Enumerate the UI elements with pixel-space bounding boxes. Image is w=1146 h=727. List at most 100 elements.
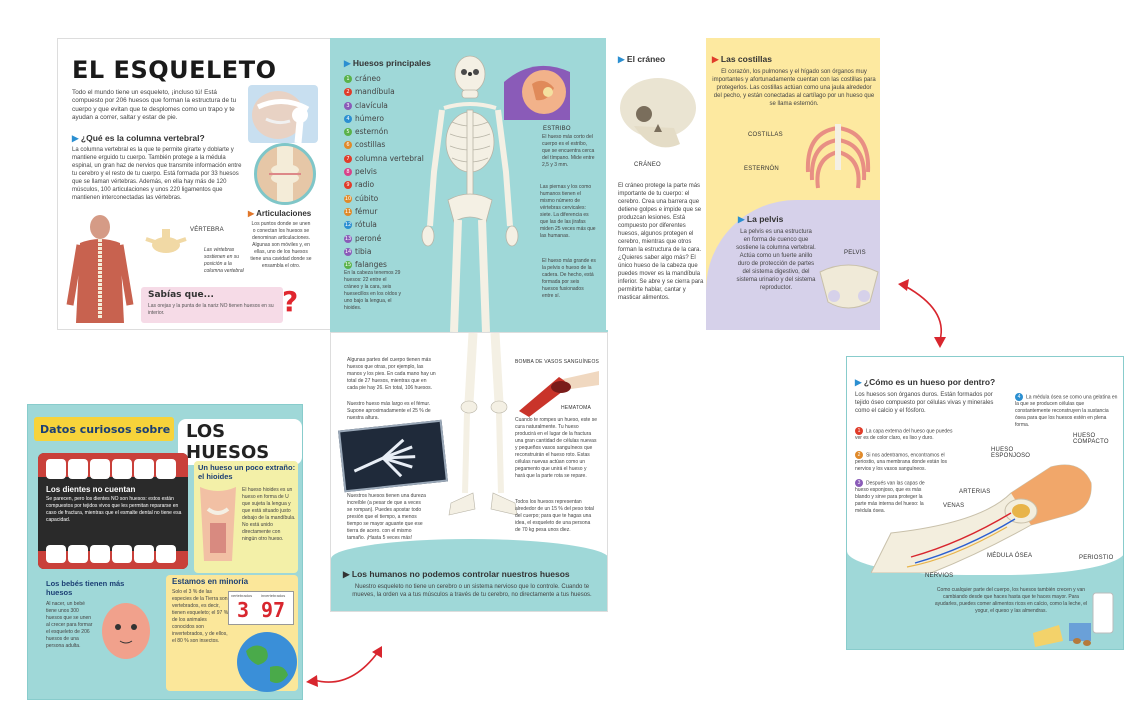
fracture-text: Cuando te rompes un hueso, este se cura … [515, 417, 597, 479]
stirrup-text: El hueso más corto del cuerpo es el estr… [542, 134, 595, 168]
pelvis-text: La pelvis es una estructura en forma de … [736, 229, 816, 291]
skull-page: ▶ El cráneo CRÁNEO El cráneo protege la … [606, 38, 710, 330]
knee-joint-image [254, 143, 316, 205]
minority-heading: Estamos en minoría [172, 577, 249, 586]
ribs-heading: ▶ Las costillas [712, 54, 772, 64]
throat-image [196, 487, 240, 561]
fact-box [141, 287, 283, 323]
vertebra-image [144, 225, 188, 259]
sternum-label: ESTERNÓN [744, 166, 779, 172]
bottom-heading: ▶ Los humanos no podemos controlar nuest… [343, 569, 570, 579]
label-veins: VENAS [943, 503, 965, 509]
food-image [1029, 589, 1121, 649]
vertebra-note: Las vértebras sostienen en su posición a… [204, 247, 244, 274]
feet-text: Algunas partes del cuerpo tienen más hue… [347, 357, 436, 391]
bone-inside-intro: Los huesos son órganos duros. Están form… [855, 392, 994, 414]
pelvis-label: PELVIS [844, 250, 866, 256]
broken-bone-image [519, 371, 599, 417]
baby-image [96, 601, 156, 667]
bones-facts-page: Algunas partes del cuerpo tienen más hue… [330, 332, 608, 612]
main-bones-heading: ▶ Huesos principales [344, 58, 431, 68]
joints-text: Los puntos donde se unen o conectan los … [250, 221, 312, 269]
bottom-text: Nuestro esqueleto no tiene un cerebro o … [352, 584, 592, 598]
card-value-b: 97 [261, 598, 286, 622]
weight-text: Todos los huesos representan alrededor d… [515, 499, 594, 533]
teeth-text: Se parecen, pero los dientes NO son hues… [46, 496, 182, 523]
babies-text: Al nacer, un bebé tiene unos 300 huesos … [46, 601, 93, 649]
label-marrow: MÉDULA ÓSEA [987, 553, 1033, 559]
label-nerves: NERVIOS [925, 573, 954, 579]
bone-inside-heading: ▶ ¿Cómo es un hueso por dentro? [855, 377, 996, 387]
minority-text: Solo el 3 % de las especies de la Tierra… [172, 589, 229, 644]
teeth-heading: Los dientes no cuentan [46, 485, 136, 494]
intro-text: Todo el mundo tiene un esqueleto, ¡inclu… [72, 89, 237, 122]
stirrup-label: ESTRIBO [543, 126, 571, 132]
label-arteries: ARTERIAS [959, 489, 991, 495]
bone-inside-page: ▶ ¿Cómo es un hueso por dentro? Los hues… [846, 356, 1124, 650]
intro-page: EL ESQUELETO Todo el mundo tiene un esqu… [57, 38, 333, 330]
joints-heading: ▶ Articulaciones [248, 209, 312, 218]
back-anatomy-image [66, 215, 134, 325]
fact-text: Las orejas y la punta de la nariz NO tie… [148, 303, 274, 316]
pelvis-heading: ▶ La pelvis [738, 214, 784, 224]
skull-text: El cráneo protege la parte más important… [618, 183, 704, 301]
earth-image [236, 631, 298, 693]
hyoid-text: El hueso hioides es un hueso en forma de… [242, 487, 296, 542]
vertebra-label: VÉRTEBRA [190, 227, 224, 233]
spine-text: La columna vertebral es la que te permit… [72, 147, 242, 201]
hyoid-heading: Un hueso un poco extraño: el hioides [198, 463, 296, 481]
shoulder-xray-image [248, 85, 318, 143]
counter-card: vertebrados invertebrados 3 97 [228, 591, 294, 625]
page-title: EL ESQUELETO [72, 56, 277, 84]
skull-bones-note: En la cabeza tenemos 29 huesos: 22 entre… [344, 270, 401, 311]
fact-title: Sabías que... [148, 290, 214, 300]
ribs-label: COSTILLAS [748, 132, 783, 138]
facts-title-a: Datos curiosos sobre [40, 423, 171, 436]
xray-text: Nuestros huesos tienen una dureza increí… [347, 493, 426, 541]
neck-vertebrae-note: Las piernas y los como humanos tienen el… [540, 184, 596, 239]
ribcage-image [798, 118, 878, 198]
skull-heading: ▶ El cráneo [618, 54, 666, 64]
closing-text: Como cualquier parte del cuerpo, los hue… [934, 587, 1088, 614]
hematoma-label: HEMATOMA [561, 405, 592, 411]
title-badge [34, 417, 174, 441]
spine-heading: ▶ ¿Qué es la columna vertebral? [72, 133, 205, 143]
skeleton-legs-image [443, 333, 523, 519]
babies-heading: Los bebés tienen más huesos [46, 579, 125, 597]
card-right-label: invertebrados [261, 593, 286, 598]
blood-vessels-label: BOMBA DE VASOS SANGUÍNEOS [515, 359, 600, 365]
pelvis-fact: El hueso más grande es la pelvis o hueso… [542, 258, 596, 299]
ear-image [500, 62, 570, 120]
teeth-block [38, 453, 188, 569]
ribs-page: ▶ Las costillas El corazón, los pulmones… [706, 38, 880, 330]
ribs-text: El corazón, los pulmones y el hígado son… [712, 69, 876, 107]
pelvis-image [818, 262, 880, 320]
skull-label: CRÁNEO [634, 162, 661, 168]
bottom-band [331, 539, 607, 611]
label-compact-bone: HUESO COMPACTO [1073, 433, 1109, 445]
xray-image [338, 419, 448, 493]
skeleton-illustration [420, 50, 520, 332]
skull-image [614, 74, 706, 158]
card-left-label: vertebrados [231, 593, 253, 598]
